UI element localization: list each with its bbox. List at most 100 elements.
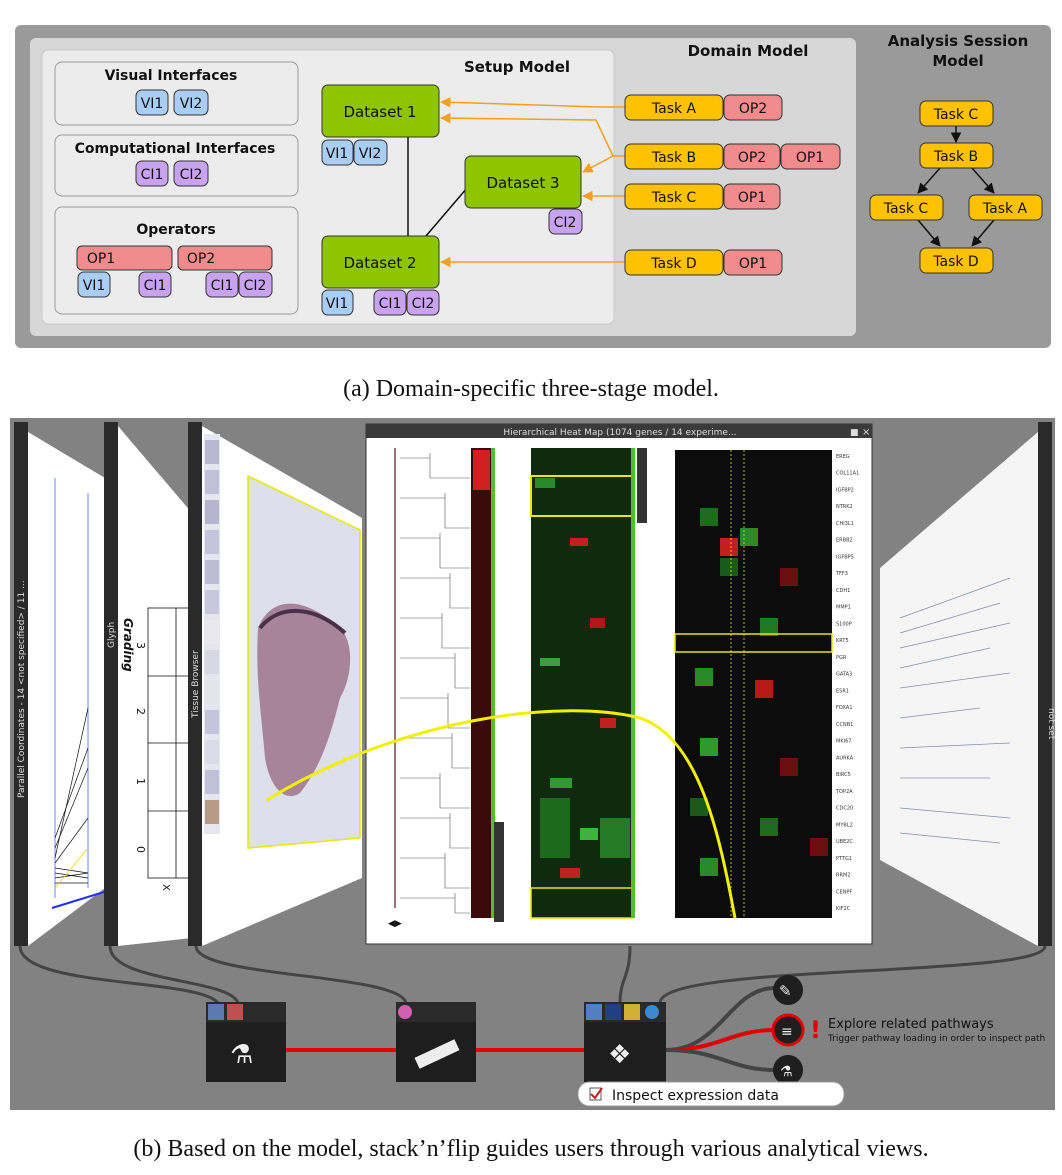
heatmap-scrollbar[interactable] bbox=[637, 448, 647, 523]
parallel-coordinates-label: Parallel Coordinates - 14 <not specified… bbox=[17, 580, 27, 798]
dataset3-label: Dataset 3 bbox=[486, 174, 559, 192]
option-pathway-icon[interactable] bbox=[771, 1013, 805, 1047]
session-b-to-a-arrow bbox=[971, 167, 995, 194]
ci1-label: CI1 bbox=[141, 167, 164, 183]
option-patient-icon[interactable] bbox=[773, 1055, 803, 1085]
node-3-icon-1[interactable] bbox=[586, 1004, 602, 1020]
dataset3-ci2-label: CI2 bbox=[554, 215, 577, 231]
heatmap-close-icon[interactable]: × bbox=[862, 427, 870, 438]
taskA-to-dataset1-arrow bbox=[439, 97, 625, 108]
view-cables bbox=[18, 945, 1047, 1005]
dataset1-vi1-label: VI1 bbox=[326, 146, 349, 162]
inspect-check-mark bbox=[590, 1087, 603, 1100]
taskB-op2-badge bbox=[723, 143, 781, 170]
operators-title: Operators bbox=[136, 222, 215, 238]
session-a-to-d-arrow bbox=[971, 219, 995, 247]
visual-interfaces-title: Visual Interfaces bbox=[105, 68, 238, 84]
gene-label: FOXA1 bbox=[836, 705, 853, 711]
heatmap-detail-cells bbox=[690, 508, 828, 876]
node-3-icon-3[interactable] bbox=[624, 1004, 640, 1020]
gene-label: CCNB1 bbox=[836, 722, 853, 728]
option-pen-icon[interactable] bbox=[773, 975, 803, 1005]
op1-ci1-label: CI1 bbox=[144, 278, 167, 294]
op2-bar bbox=[177, 245, 273, 271]
taskA-label: Task A bbox=[651, 101, 697, 117]
dataset1-vi2-badge bbox=[353, 139, 388, 166]
gene-label: CHI3L1 bbox=[836, 521, 854, 527]
tissue-sample-edge bbox=[258, 608, 347, 635]
scroll-down-area[interactable] bbox=[494, 822, 504, 922]
gene-label: TOP2A bbox=[835, 789, 853, 795]
domain-model-title: Domain Model bbox=[688, 42, 809, 60]
parallel-coordinates-view[interactable] bbox=[28, 432, 105, 946]
session-c-to-d-arrow bbox=[917, 219, 941, 247]
grading-tick-0: 0 bbox=[134, 846, 147, 853]
op2-ci1-label: CI1 bbox=[211, 278, 234, 294]
session-model-title-2: Model bbox=[932, 52, 983, 70]
tissue-thumbnail-strip bbox=[204, 434, 220, 834]
op2-ci1-badge bbox=[205, 271, 239, 298]
glyph-axis-x: X bbox=[160, 884, 171, 891]
ci2-badge bbox=[173, 160, 209, 187]
node-1-icon-1[interactable] bbox=[208, 1004, 224, 1020]
gene-label: RRM2 bbox=[836, 873, 850, 879]
node-2-icon-1[interactable] bbox=[398, 1005, 412, 1019]
parallel-coordinates-frame bbox=[14, 422, 28, 946]
heatmap-titlebar bbox=[366, 424, 872, 438]
session-taskA-label: Task A bbox=[982, 201, 1028, 217]
inspect-expression-button[interactable] bbox=[577, 1081, 845, 1107]
heatmap-detail-selection bbox=[674, 633, 833, 653]
explore-pathways-sub: Trigger pathway loading in order to insp… bbox=[827, 1034, 1045, 1044]
node-3-dna-icon: ❖ bbox=[608, 1040, 631, 1070]
op1-label: OP1 bbox=[87, 251, 115, 267]
node-3-icon-2[interactable] bbox=[605, 1004, 621, 1020]
dataset3-ci2-badge bbox=[548, 208, 583, 235]
computational-interfaces-title: Computational Interfaces bbox=[75, 141, 276, 157]
gene-label: CDH1 bbox=[836, 588, 850, 594]
gene-label-list: EREGCOL11A1IGFBP2NTRK2CHI3L1ERBB2IGFBP5T… bbox=[835, 454, 859, 912]
gene-label: MYBL2 bbox=[836, 822, 853, 828]
gene-label: TFF3 bbox=[835, 571, 848, 577]
branch-cables bbox=[665, 986, 776, 1072]
gene-label: UBE2C bbox=[836, 839, 853, 845]
taskB-op1-badge bbox=[780, 143, 841, 170]
taskA-box bbox=[624, 94, 724, 121]
heatmap-lock-icon[interactable]: ■ bbox=[850, 428, 859, 438]
dataset2-vi1-badge bbox=[321, 289, 354, 316]
glyph-view[interactable] bbox=[118, 426, 192, 946]
option-pathway-glyph: ≡ bbox=[781, 1024, 793, 1040]
node-1-body[interactable] bbox=[206, 1022, 286, 1082]
pathway-frame bbox=[1038, 422, 1052, 946]
panel-b-screenshot: Parallel Coordinates - 14 <not specified… bbox=[10, 418, 1056, 1110]
dataset2-label: Dataset 2 bbox=[343, 254, 416, 272]
node-2-slide-icon bbox=[414, 1039, 460, 1069]
op1-vi1-label: VI1 bbox=[83, 278, 106, 294]
taskC-box bbox=[624, 183, 724, 210]
dataset2-ci2-badge bbox=[406, 289, 440, 316]
dataset2-ci1-label: CI1 bbox=[379, 296, 402, 312]
session-taskC-left-label: Task C bbox=[883, 201, 929, 217]
node-1-icon-2[interactable] bbox=[227, 1004, 243, 1020]
grading-tick-1: 1 bbox=[134, 778, 147, 785]
session-taskB bbox=[919, 142, 994, 169]
dendrogram-red-top bbox=[473, 450, 490, 490]
dendrogram-nav-icon[interactable]: ◀▶ bbox=[388, 919, 402, 929]
pathway-browser-view[interactable] bbox=[880, 432, 1038, 946]
vi2-badge bbox=[173, 89, 209, 116]
panel-b-caption: (b) Based on the model, stack’n’flip gui… bbox=[133, 1136, 929, 1162]
taskD-label: Task D bbox=[650, 256, 696, 272]
node-3-body[interactable] bbox=[584, 1022, 666, 1082]
node-3-icon-4[interactable] bbox=[645, 1005, 659, 1019]
ci2-label: CI2 bbox=[180, 167, 203, 183]
session-taskC-top-label: Task C bbox=[933, 107, 979, 123]
dataset1-label: Dataset 1 bbox=[343, 103, 416, 121]
inspect-checkbox-icon bbox=[589, 1087, 602, 1101]
taskB-op2-label: OP2 bbox=[738, 150, 766, 166]
gene-label: KRT5 bbox=[836, 638, 849, 644]
dataset2-ci2-label: CI2 bbox=[412, 296, 435, 312]
heatmap-middle-texture bbox=[535, 478, 630, 878]
gene-label: CDC20 bbox=[836, 806, 853, 812]
pathway-text-lines bbox=[899, 577, 1011, 844]
grading-label: Grading bbox=[121, 618, 135, 672]
grading-tick-3: 3 bbox=[134, 642, 147, 649]
